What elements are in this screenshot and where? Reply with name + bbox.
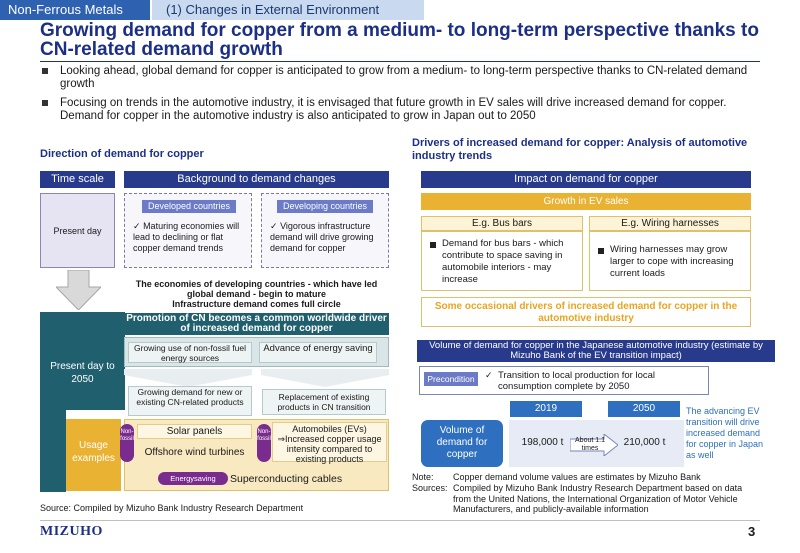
left-source: Source: Compiled by Mizuho Bank Industry…	[40, 503, 304, 513]
volume-title-bar: Volume of demand for copper in the Japan…	[417, 340, 775, 362]
title-rule	[40, 61, 760, 62]
right-arrow-icon	[570, 434, 618, 456]
developed-countries-label: Developed countries	[142, 200, 236, 213]
footer-rule	[40, 520, 760, 521]
bullet-2: Focusing on trends in the automotive ind…	[42, 97, 762, 122]
right-section-title: Drivers of increased demand for copper: …	[412, 137, 748, 162]
page-title: Growing demand for copper from a medium-…	[40, 20, 759, 60]
non-fossil-badge: Non-fossil	[257, 424, 271, 462]
bus-bars-text: Demand for bus bars - which contribute t…	[430, 238, 578, 286]
developing-countries-label: Developing countries	[277, 200, 373, 213]
promotion-bar: Promotion of CN becomes a common worldwi…	[124, 313, 389, 335]
present-day-box: Present day	[40, 193, 115, 268]
non-fossil-badge: Non-fossil	[120, 424, 134, 462]
bullet-square-icon	[42, 68, 48, 74]
energy-saving-box: Advance of energy saving	[259, 342, 377, 363]
non-fossil-sources-box: Growing use of non-fossil fuel energy so…	[128, 342, 252, 363]
check-icon: ✓	[270, 221, 278, 231]
bullet-1: Looking ahead, global demand for copper …	[42, 65, 762, 90]
developed-text: ✓ Maturing economies will lead to declin…	[133, 221, 240, 253]
bus-bars-box: Demand for bus bars - which contribute t…	[421, 231, 583, 291]
bullet-square-icon	[430, 242, 436, 248]
value-2019: 198,000 t	[521, 437, 564, 448]
note-label: Note:	[412, 472, 434, 482]
present-to-2050-label: Present day to 2050	[50, 361, 115, 385]
page-number: 3	[748, 524, 756, 539]
occasional-drivers: Some occasional drivers of increased dem…	[421, 297, 751, 327]
developing-countries-box: Developing countries ✓ Vigorous infrastr…	[261, 193, 389, 268]
wiring-harnesses-text: Wiring harnesses may grow larger to cope…	[598, 244, 746, 280]
impact-header: Impact on demand for copper	[421, 171, 751, 188]
developed-countries-box: Developed countries ✓ Maturing economies…	[124, 193, 252, 268]
usage-examples-label: Usage examples	[66, 419, 121, 491]
mizuho-logo: MIZUHO	[40, 524, 103, 539]
sources-label: Sources:	[412, 483, 448, 493]
sources-text: Compiled by Mizuho Bank Industry Researc…	[453, 483, 743, 514]
left-section-title: Direction of demand for copper	[40, 148, 204, 160]
note-text: Copper demand volume values are estimate…	[453, 472, 701, 482]
advancing-text: The advancing EV transition will drive i…	[686, 406, 764, 460]
check-icon: ✓	[133, 221, 141, 231]
automobiles-item: Automobiles (EVs) ⇒Increased copper usag…	[272, 422, 387, 464]
superconducting-item: Superconducting cables	[230, 473, 343, 485]
time-scale-header: Time scale	[40, 171, 115, 188]
multiplier: About 1.1 times	[575, 437, 605, 452]
value-2050: 210,000 t	[623, 437, 666, 448]
precondition-box	[419, 366, 709, 395]
offshore-wind-item: Offshore wind turbines	[144, 447, 245, 458]
growing-demand-box: Growing demand for new or existing CN-re…	[128, 386, 252, 416]
precondition-label: Precondition	[424, 372, 478, 386]
precondition-text: ✓ Transition to local production for loc…	[485, 370, 656, 392]
volume-label: Volume of demand for copper	[421, 420, 503, 467]
present-to-2050-shape	[40, 312, 125, 492]
year-2019: 2019	[510, 401, 582, 417]
bullet-square-icon	[598, 248, 604, 254]
wiring-harnesses-box: Wiring harnesses may grow larger to cope…	[589, 231, 751, 291]
developing-text: ✓ Vigorous infrastructure demand will dr…	[270, 221, 374, 253]
check-icon: ✓	[485, 370, 493, 380]
wiring-harnesses-title: E.g. Wiring harnesses	[589, 216, 751, 231]
replacement-box: Replacement of existing products in CN t…	[262, 389, 386, 415]
background-header: Background to demand changes	[124, 171, 389, 188]
growth-ev-bar: Growth in EV sales	[421, 193, 751, 210]
chevron-arrows	[124, 369, 389, 387]
down-arrow-icon	[56, 270, 101, 310]
energysaving-badge: Energysaving	[158, 472, 228, 485]
section-tab: Non-Ferrous Metals	[0, 0, 150, 20]
bullet-square-icon	[42, 100, 48, 106]
solar-panels-item: Solar panels	[137, 424, 252, 439]
year-2050: 2050	[608, 401, 680, 417]
economies-text: The economies of developing countries - …	[135, 279, 378, 309]
subsection-tab: (1) Changes in External Environment	[152, 0, 424, 20]
bus-bars-title: E.g. Bus bars	[421, 216, 583, 231]
